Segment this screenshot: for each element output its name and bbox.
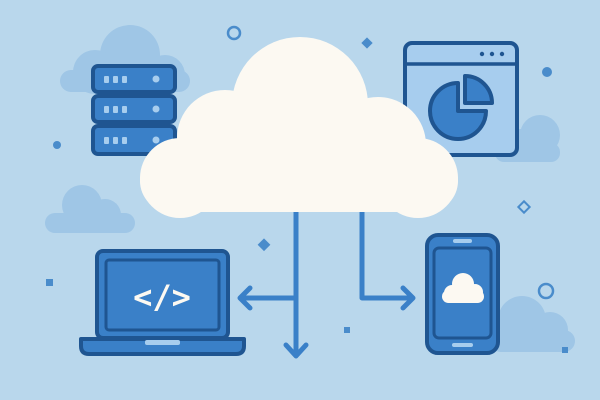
pie-chart-window-icon xyxy=(403,41,519,157)
background-cloud-bottom-right xyxy=(490,296,575,352)
server-unit xyxy=(91,94,177,124)
code-glyph: </> xyxy=(133,278,191,316)
decor-ring xyxy=(226,25,242,41)
background-cloud-mid-left xyxy=(45,185,135,233)
laptop-base xyxy=(79,337,246,356)
arrowhead-left xyxy=(237,285,253,311)
arrowhead-down xyxy=(283,342,309,359)
pie-chart-icon xyxy=(428,74,494,141)
smartphone-icon xyxy=(425,233,500,355)
laptop-icon: </> xyxy=(79,249,246,356)
pie-slice-large xyxy=(428,81,488,141)
decor-diamond xyxy=(516,199,532,215)
cloud-icon xyxy=(140,37,458,218)
decor-diamond xyxy=(361,37,373,49)
decor-ring xyxy=(537,282,555,300)
phone-cloud-icon xyxy=(442,273,484,303)
server-stack-icon xyxy=(91,64,177,156)
server-unit xyxy=(91,64,177,94)
arrowhead-right xyxy=(400,285,416,311)
decor-square xyxy=(562,347,568,353)
decor-diamond xyxy=(257,238,271,252)
pie-slice-small xyxy=(463,74,494,105)
decorations xyxy=(46,25,568,353)
decor-square xyxy=(46,279,53,286)
decor-dot xyxy=(542,67,552,77)
decor-square xyxy=(344,327,350,333)
decor-dot xyxy=(53,141,61,149)
